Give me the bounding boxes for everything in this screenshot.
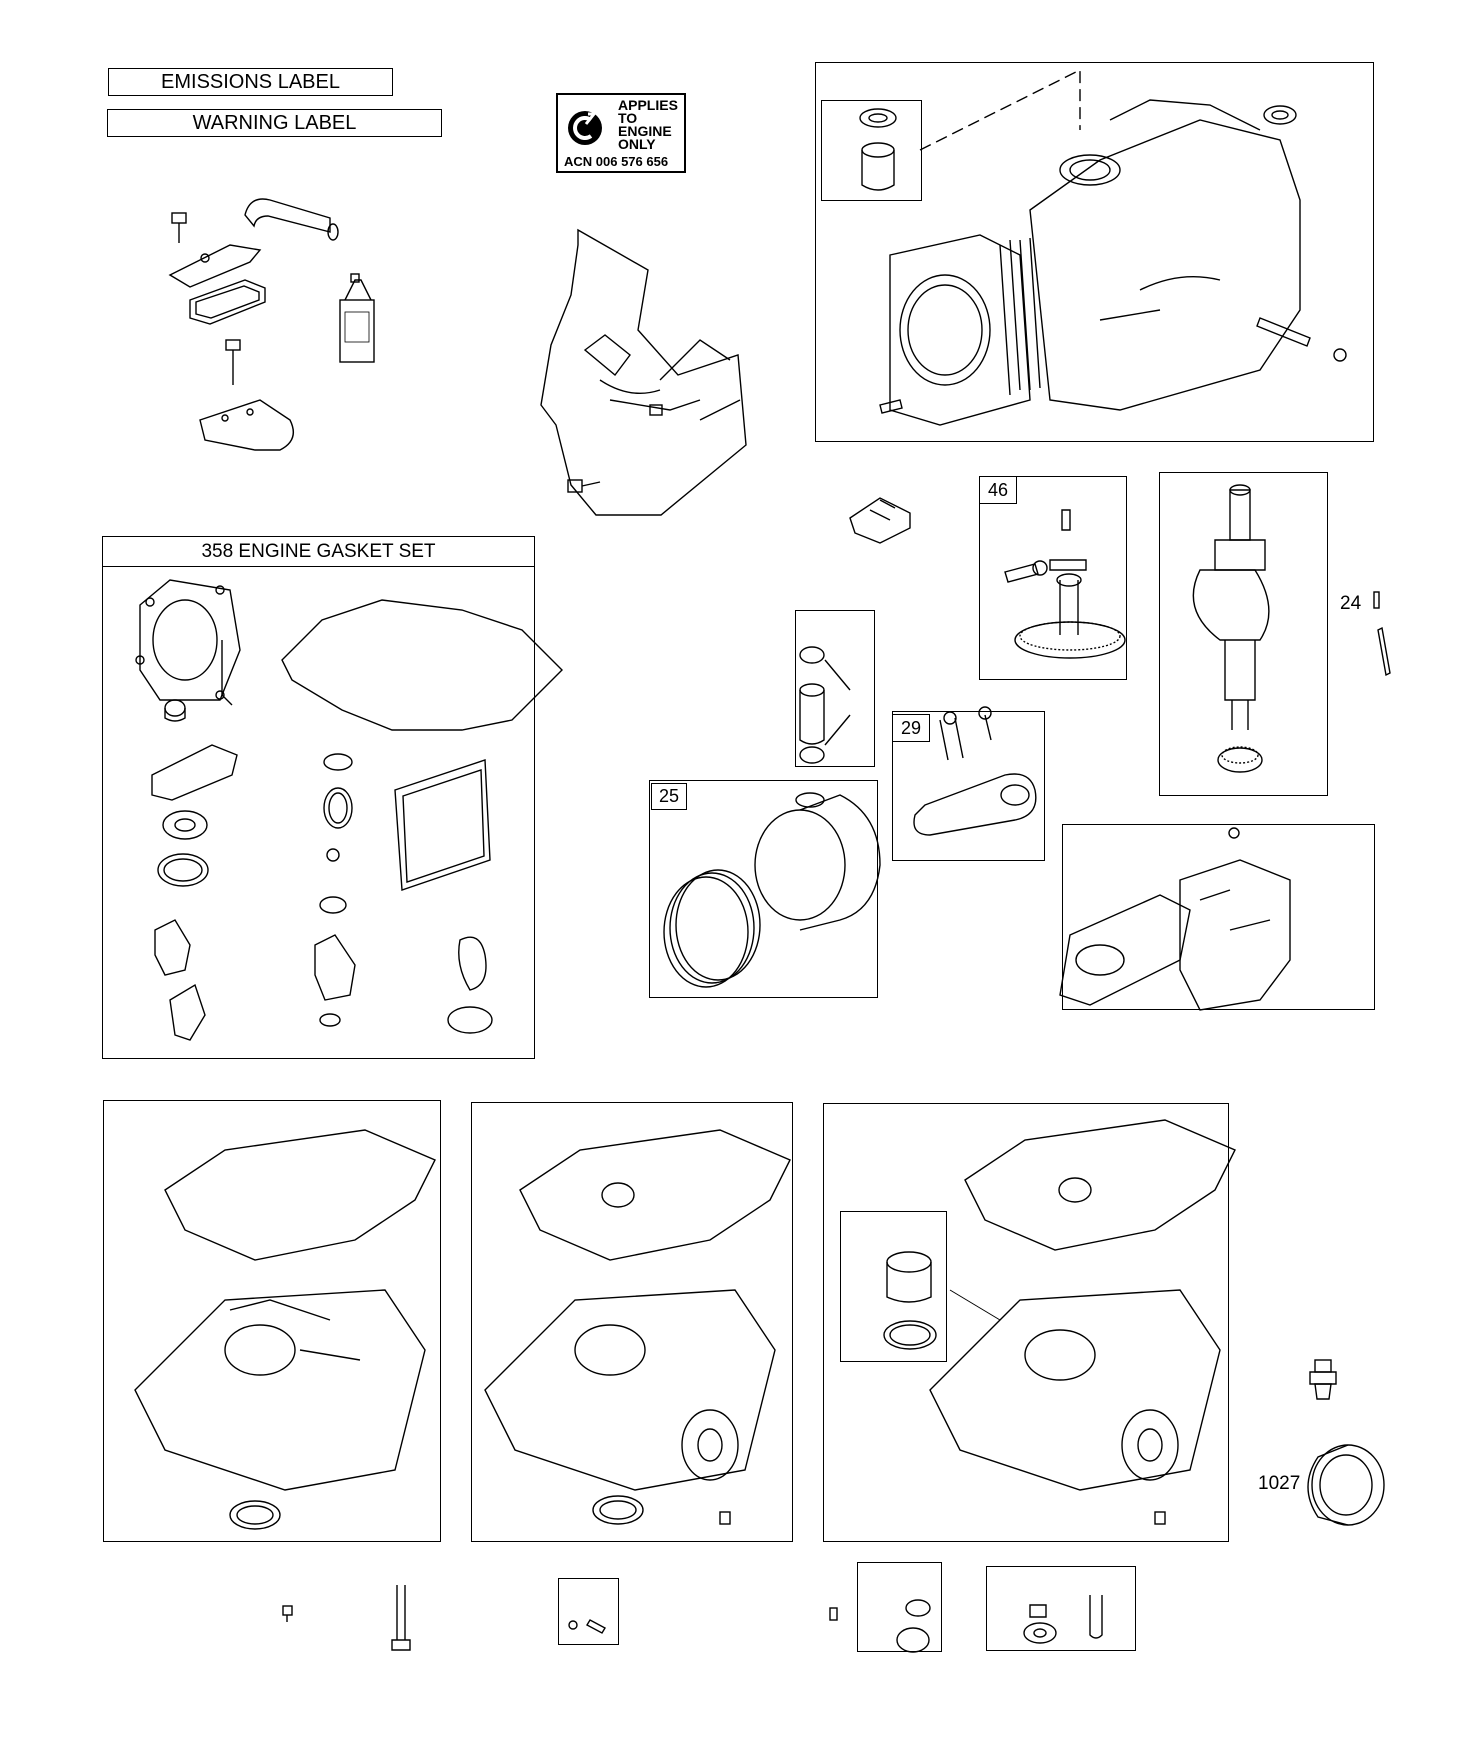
bottom-inset-1 bbox=[558, 1578, 619, 1645]
bottom-small-screws bbox=[568, 1619, 606, 1634]
oil-filter bbox=[1307, 1444, 1385, 1526]
callout-25: 25 bbox=[651, 783, 687, 810]
breather-tube bbox=[244, 198, 339, 241]
callout-1027: 1027 bbox=[1258, 1473, 1301, 1494]
block-seal-ring bbox=[1263, 105, 1297, 125]
crankshaft-panel bbox=[1159, 472, 1328, 796]
bottom-washer bbox=[829, 1599, 931, 1653]
cylinder-head-gasket bbox=[135, 579, 241, 706]
camshaft-panel bbox=[979, 476, 1127, 680]
sump-1 bbox=[134, 1289, 426, 1530]
acn-line-4: ONLY bbox=[618, 136, 656, 152]
breather-bracket bbox=[168, 244, 262, 288]
camshaft bbox=[1004, 509, 1126, 659]
bottom-bolt-1 bbox=[282, 1605, 293, 1622]
dowel-pin bbox=[1256, 317, 1347, 362]
callout-29: 29 bbox=[892, 714, 930, 742]
sealant-tube bbox=[339, 273, 375, 363]
sump-panel-2 bbox=[471, 1102, 793, 1542]
sump-3 bbox=[929, 1289, 1221, 1525]
piston-panel bbox=[649, 780, 878, 998]
callout-24: 24 bbox=[1340, 593, 1362, 614]
acn-line-2: TO bbox=[618, 110, 638, 126]
sump-gasket-3 bbox=[964, 1119, 1236, 1251]
crankshaft bbox=[1192, 484, 1270, 773]
oil-seals bbox=[157, 810, 209, 887]
gasket-set-panel: 358 ENGINE GASKET SET bbox=[102, 536, 535, 1059]
governor-assembly bbox=[1059, 827, 1291, 1011]
callout-46: 46 bbox=[979, 476, 1017, 504]
acn-line-3: ENGINE bbox=[618, 123, 672, 139]
rocker-cover-gasket bbox=[394, 759, 491, 891]
sump-panel-1 bbox=[103, 1100, 441, 1542]
crankcase-gasket-large bbox=[281, 599, 563, 731]
crank-key bbox=[1373, 591, 1391, 677]
blower-housing bbox=[540, 228, 747, 516]
shroud-bolt bbox=[567, 479, 601, 493]
block-bushing-seal bbox=[859, 108, 897, 191]
sump-panel-3 bbox=[823, 1103, 1229, 1542]
cylinder-block-panel bbox=[815, 62, 1374, 442]
cover-plate bbox=[199, 399, 294, 451]
emissions-label: EMISSIONS LABEL bbox=[108, 68, 393, 96]
connecting-rod-panel bbox=[892, 711, 1045, 861]
connecting-rod bbox=[913, 706, 1037, 836]
acn-code: ACN 006 576 656 bbox=[564, 154, 669, 169]
valve-seal bbox=[164, 699, 186, 722]
bolt-1 bbox=[171, 212, 187, 243]
sump-gasket-2 bbox=[519, 1129, 791, 1261]
acn-tag: APPLIES TO ENGINE ONLY ACN 006 576 656 bbox=[556, 93, 686, 173]
piston-rings bbox=[663, 869, 761, 988]
bolt-2 bbox=[225, 339, 241, 385]
governor-panel bbox=[1062, 824, 1375, 1010]
exhaust-gaskets bbox=[154, 919, 487, 1041]
block-leader-line bbox=[919, 68, 1081, 151]
block-bushing-inset bbox=[821, 100, 922, 201]
sump-bushing-seal bbox=[883, 1251, 937, 1350]
small-pin bbox=[879, 399, 903, 414]
piston bbox=[754, 792, 881, 931]
sump-gasket-1 bbox=[164, 1129, 436, 1261]
piston-pin-panel bbox=[795, 610, 875, 767]
warning-label: WARNING LABEL bbox=[107, 109, 442, 137]
bottom-inset-2 bbox=[857, 1562, 942, 1652]
piston-pin-set bbox=[799, 646, 851, 764]
breather-gasket bbox=[189, 279, 266, 325]
gasket-set-title: 358 ENGINE GASKET SET bbox=[103, 537, 534, 567]
bottom-bolt-2 bbox=[391, 1585, 411, 1651]
breather-gasket-2 bbox=[151, 744, 238, 801]
drain-plug bbox=[1309, 1359, 1337, 1400]
gasket-orings bbox=[319, 753, 493, 1034]
bottom-inset-3 bbox=[986, 1566, 1136, 1651]
acn-line-1: APPLIES bbox=[618, 97, 678, 113]
governor-clip bbox=[849, 497, 911, 544]
sump-bushing-inset bbox=[840, 1211, 947, 1362]
c-tick-logo bbox=[568, 111, 602, 145]
bottom-spring-nut bbox=[1023, 1595, 1103, 1644]
cylinder-block bbox=[889, 99, 1301, 426]
sump-2 bbox=[484, 1289, 776, 1525]
